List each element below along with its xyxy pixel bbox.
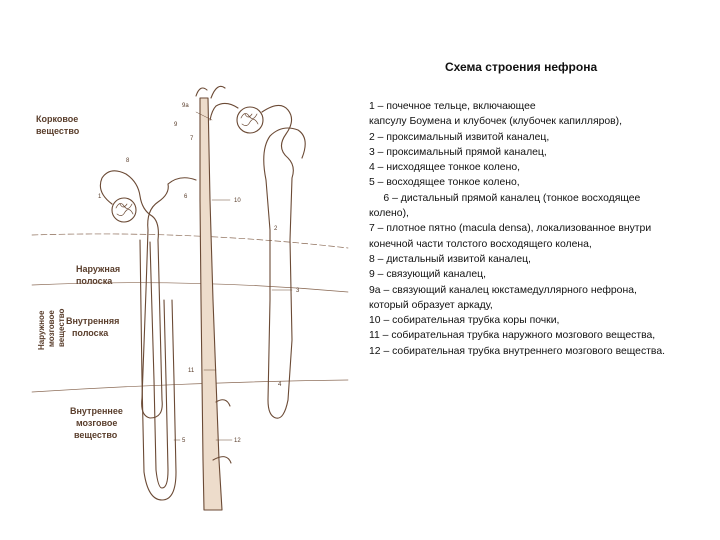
zone-label-inner-stripe: Внутренняя bbox=[66, 316, 119, 326]
legend-line: конечной части толстого восходящего коле… bbox=[369, 237, 715, 252]
legend-line: 1 – почечное тельце, включающее bbox=[369, 99, 715, 114]
label-9: 9 bbox=[174, 122, 178, 128]
zone-label-outer-stripe: Наружная bbox=[76, 264, 120, 274]
proximal-convoluted-long bbox=[262, 105, 293, 240]
legend: 1 – почечное тельце, включающее капсулу … bbox=[369, 99, 715, 359]
legend-line: 5 – восходящее тонкое колено, bbox=[369, 175, 715, 190]
nephron-diagram: Корковое вещество Наружная полоска Внутр… bbox=[30, 80, 350, 520]
renal-corpuscle-short bbox=[112, 198, 136, 222]
cortex-boundary bbox=[32, 234, 348, 248]
zone-label-inner-medulla: Внутреннее bbox=[70, 406, 123, 416]
glomerulus-long bbox=[241, 113, 258, 125]
zone-label-cortex: Корковое bbox=[36, 114, 78, 124]
legend-line: 3 – проксимальный прямой каналец, bbox=[369, 145, 715, 160]
inner-stripe-boundary bbox=[32, 380, 348, 392]
legend-line: 11 – собирательная трубка наружного мозг… bbox=[369, 328, 715, 343]
label-7: 7 bbox=[190, 136, 194, 142]
zone-label-outer-medulla: вещество bbox=[57, 308, 66, 347]
glomerulus-short bbox=[116, 203, 133, 215]
collecting-duct-branch bbox=[216, 400, 230, 406]
deep-loop-descending bbox=[140, 240, 176, 500]
legend-line: колено), bbox=[369, 206, 715, 221]
legend-line: 2 – проксимальный извитой каналец, bbox=[369, 130, 715, 145]
zone-label-outer-medulla: Наружное bbox=[37, 310, 46, 350]
descending-limb-long bbox=[276, 240, 292, 418]
renal-corpuscle-long bbox=[237, 107, 263, 133]
legend-line: 12 – собирательная трубка внутреннего мо… bbox=[369, 344, 715, 359]
legend-line: 4 – нисходящее тонкое колено, bbox=[369, 160, 715, 175]
diagram-title: Схема строения нефрона bbox=[445, 60, 597, 74]
proximal-convoluted-short bbox=[100, 171, 158, 240]
legend-line: 8 – дистальный извитой каналец, bbox=[369, 252, 715, 267]
label-2: 2 bbox=[274, 226, 278, 232]
legend-line: 9 – связующий каналец, bbox=[369, 267, 715, 282]
collecting-duct-branch bbox=[211, 86, 225, 98]
label-12: 12 bbox=[234, 438, 241, 444]
label-3: 3 bbox=[296, 288, 300, 294]
zone-label-outer-stripe: полоска bbox=[76, 276, 113, 286]
legend-line: 6 – дистальный прямой каналец (тонкое во… bbox=[369, 191, 715, 206]
label-6: 6 bbox=[184, 194, 188, 200]
connecting-tubule-9 bbox=[168, 178, 196, 184]
label-10: 10 bbox=[234, 198, 241, 204]
zone-label-cortex: вещество bbox=[36, 126, 80, 136]
label-5: 5 bbox=[182, 438, 186, 444]
label-11: 11 bbox=[188, 368, 195, 374]
legend-line: 9а – связующий каналец юкстамедуллярного… bbox=[369, 283, 715, 298]
zone-label-inner-stripe: полоска bbox=[72, 328, 109, 338]
zone-label-outer-medulla: мозговое bbox=[47, 310, 56, 347]
zone-label-inner-medulla: мозговое bbox=[76, 418, 117, 428]
label-9a: 9a bbox=[182, 103, 189, 109]
zone-label-inner-medulla: вещество bbox=[74, 430, 118, 440]
label-1: 1 bbox=[98, 194, 102, 200]
arcade-9a bbox=[210, 103, 238, 120]
label-8: 8 bbox=[126, 158, 130, 164]
legend-line: 10 – собирательная трубка коры почки, bbox=[369, 313, 715, 328]
loop-long bbox=[266, 180, 276, 418]
legend-line: который образует аркаду, bbox=[369, 298, 715, 313]
collecting-duct-branch bbox=[196, 88, 207, 96]
legend-line: капсулу Боумена и клубочек (клубочек кап… bbox=[369, 114, 715, 129]
label-4: 4 bbox=[278, 382, 282, 388]
collecting-duct bbox=[200, 98, 222, 510]
legend-line: 7 – плотное пятно (macula densa), локали… bbox=[369, 221, 715, 236]
ascending-limb-short bbox=[148, 184, 169, 230]
